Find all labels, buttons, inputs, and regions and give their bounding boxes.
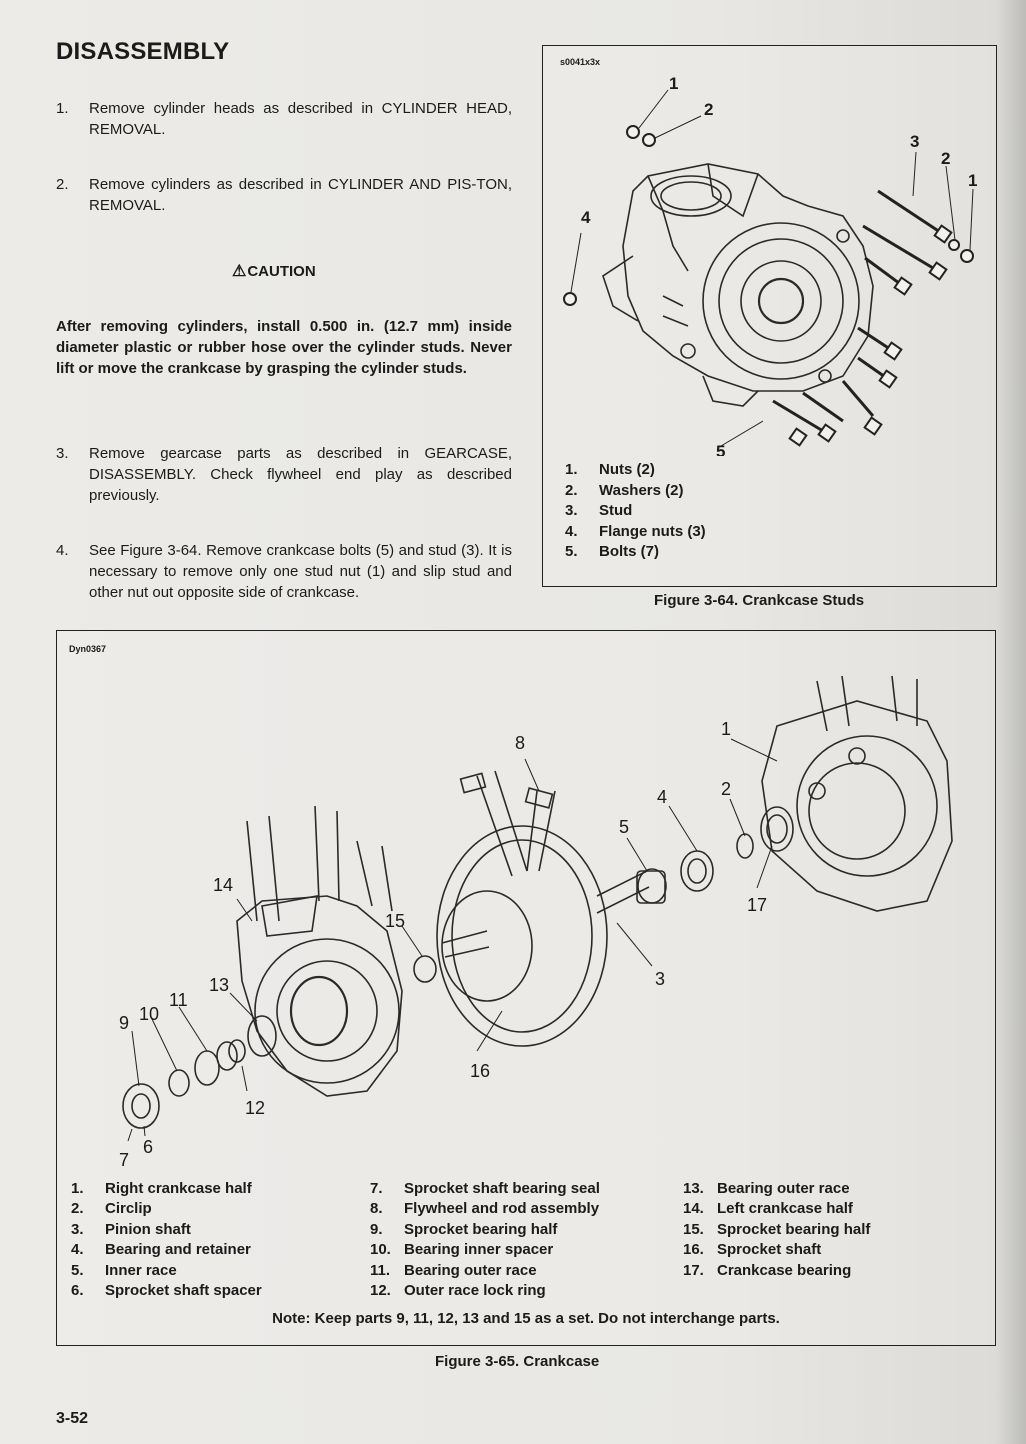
callout-6: 6 bbox=[143, 1137, 153, 1157]
legend-item: 1.Right crankcase half bbox=[71, 1180, 252, 1197]
legend-item: 7.Sprocket shaft bearing seal bbox=[370, 1180, 600, 1197]
warning-triangle-icon: ⚠ bbox=[232, 263, 247, 280]
step-2: 2. Remove cylinders as described in CYLI… bbox=[56, 174, 512, 216]
legend-item: 1.Nuts (2) bbox=[565, 461, 655, 478]
figure-3-64-caption: Figure 3-64. Crankcase Studs bbox=[654, 592, 865, 609]
callout-3: 3 bbox=[655, 969, 665, 989]
callout-11: 11 bbox=[169, 990, 188, 1010]
step-3: 3. Remove gearcase parts as described in… bbox=[56, 443, 512, 506]
figure-3-65-box: Dyn0367 bbox=[56, 630, 996, 1346]
figure-ref-code: Dyn0367 bbox=[69, 644, 107, 654]
legend-item: 13.Bearing outer race bbox=[683, 1180, 850, 1197]
callout-15: 15 bbox=[385, 911, 405, 931]
legend-item: 3.Pinion shaft bbox=[71, 1220, 191, 1238]
legend-column-1: 1.Right crankcase half 2.Circlip 3.Pinio… bbox=[71, 1179, 262, 1301]
callout-2: 2 bbox=[721, 779, 731, 799]
legend-item: 17.Crankcase bearing bbox=[683, 1261, 852, 1279]
legend-item: 2.Circlip bbox=[71, 1200, 152, 1218]
callout-14: 14 bbox=[213, 875, 233, 895]
callout-4: 4 bbox=[657, 787, 667, 807]
step-number: 2. bbox=[56, 176, 69, 193]
crankcase-studs-illustration: 1 2 3 2 1 4 5 bbox=[563, 74, 977, 456]
callout-1: 1 bbox=[721, 719, 731, 739]
callout-10: 10 bbox=[139, 1004, 159, 1024]
legend-item: 4.Flange nuts (3) bbox=[565, 522, 706, 540]
legend-item: 5.Bolts (7) bbox=[565, 543, 659, 561]
callout-17: 17 bbox=[747, 895, 767, 915]
callout-5: 5 bbox=[716, 442, 725, 456]
callout-12: 12 bbox=[245, 1098, 265, 1118]
step-1: 1. Remove cylinder heads as described in… bbox=[56, 98, 512, 140]
page-number: 3-52 bbox=[56, 1410, 89, 1427]
callout-2: 2 bbox=[704, 100, 713, 119]
figure-3-64-box: s0041x3x bbox=[542, 45, 997, 587]
callout-13: 13 bbox=[209, 975, 229, 995]
figure-ref-code: s0041x3x bbox=[560, 57, 601, 67]
legend-item: 3.Stud bbox=[565, 502, 633, 520]
step-4: 4. See Figure 3-64. Remove crankcase bol… bbox=[56, 540, 512, 603]
legend-item: 5.Inner race bbox=[71, 1261, 177, 1279]
callout-8: 8 bbox=[515, 733, 525, 753]
section-heading: DISASSEMBLY bbox=[56, 38, 230, 65]
callout-16: 16 bbox=[470, 1061, 490, 1081]
callout-1: 1 bbox=[968, 171, 977, 190]
legend-item: 14.Left crankcase half bbox=[683, 1200, 853, 1218]
legend-item: 9.Sprocket bearing half bbox=[370, 1220, 558, 1238]
step-text: Remove cylinder heads as described in CY… bbox=[89, 100, 512, 138]
step-text: Remove gearcase parts as described in GE… bbox=[89, 445, 512, 504]
callout-9: 9 bbox=[119, 1013, 129, 1033]
legend-item: 16.Sprocket shaft bbox=[683, 1241, 822, 1259]
callout-4: 4 bbox=[581, 208, 591, 227]
legend-item: 12.Outer race lock ring bbox=[370, 1282, 546, 1300]
caution-text: After removing cylinders, install 0.500 … bbox=[56, 318, 512, 377]
figure-3-65-caption: Figure 3-65. Crankcase bbox=[435, 1353, 600, 1370]
legend-item: 10.Bearing inner spacer bbox=[370, 1241, 554, 1259]
legend-column-3: 13.Bearing outer race 14.Left crankcase … bbox=[683, 1179, 870, 1281]
caution-heading: ⚠CAUTION bbox=[232, 261, 316, 281]
legend-item: 8.Flywheel and rod assembly bbox=[370, 1200, 600, 1218]
legend-item: 4.Bearing and retainer bbox=[71, 1241, 251, 1259]
callout-7: 7 bbox=[119, 1150, 129, 1170]
legend-item: 11.Bearing outer race bbox=[370, 1261, 537, 1279]
callout-5: 5 bbox=[619, 817, 629, 837]
step-text: Remove cylinders as described in CYLINDE… bbox=[89, 176, 512, 214]
callout-2: 2 bbox=[941, 149, 950, 168]
legend-item: 2.Washers (2) bbox=[565, 481, 684, 499]
legend-item: 15.Sprocket bearing half bbox=[683, 1220, 871, 1238]
callout-1: 1 bbox=[669, 74, 678, 93]
legend-item: 6.Sprocket shaft spacer bbox=[71, 1282, 262, 1300]
callout-3: 3 bbox=[910, 132, 919, 151]
step-number: 3. bbox=[56, 445, 69, 462]
figure-note: Note: Keep parts 9, 11, 12, 13 and 15 as… bbox=[272, 1310, 780, 1327]
step-number: 1. bbox=[56, 100, 69, 117]
figure-3-64-legend: 1.Nuts (2) 2.Washers (2) 3.Stud 4.Flange… bbox=[565, 460, 706, 563]
step-text: See Figure 3-64. Remove crankcase bolts … bbox=[89, 542, 512, 601]
caution-label: CAUTION bbox=[247, 263, 316, 280]
step-number: 4. bbox=[56, 542, 69, 559]
crankcase-exploded-illustration: 8 1 4 2 5 17 14 15 3 13 11 10 9 16 12 6 … bbox=[119, 675, 953, 1170]
legend-column-2: 7.Sprocket shaft bearing seal 8.Flywheel… bbox=[370, 1179, 600, 1301]
